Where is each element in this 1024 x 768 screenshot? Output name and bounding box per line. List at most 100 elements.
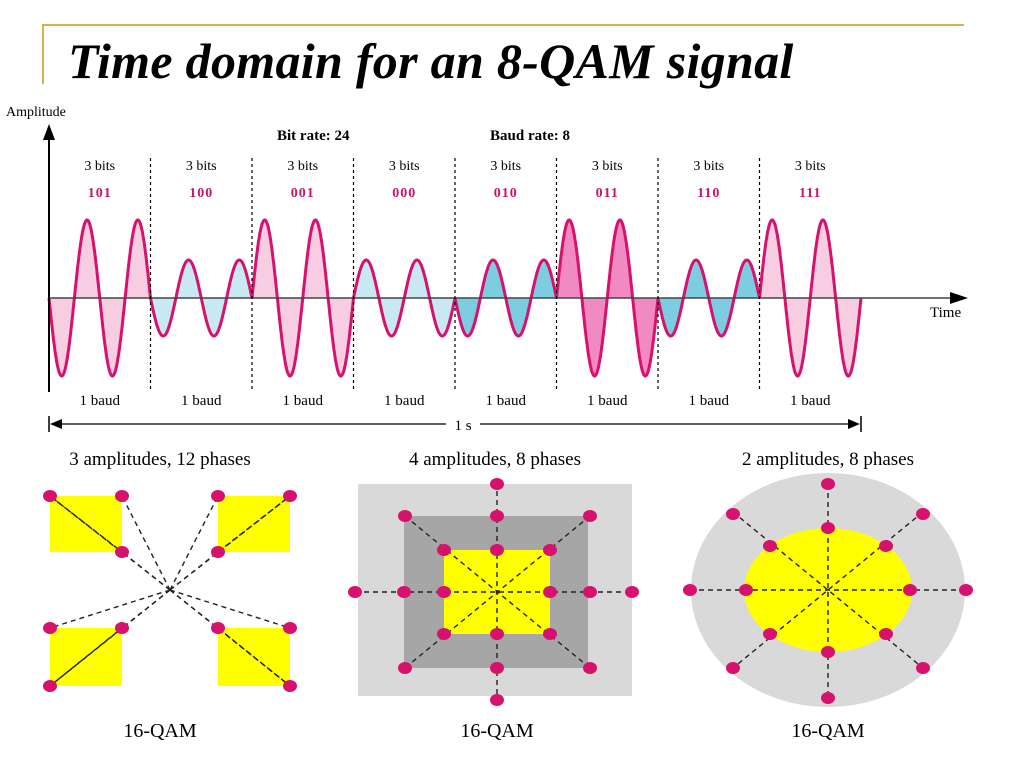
constellation-point (490, 478, 504, 490)
bits-label: 3 bits (795, 159, 826, 174)
time-axis-arrow (950, 292, 968, 304)
constellation-point (437, 544, 451, 556)
phase-line (217, 495, 291, 553)
phase-line (732, 511, 924, 669)
baud-label: 1 baud (689, 393, 730, 409)
constellation-point (437, 628, 451, 640)
constellation-point (763, 540, 777, 552)
constellation-1-name: 16-QAM (123, 720, 197, 742)
constellation-point (398, 510, 412, 522)
bits-label: 3 bits (490, 159, 521, 174)
bit-code-label: 100 (189, 186, 213, 201)
constellation-1-caption: 3 amplitudes, 12 phases (69, 449, 251, 470)
baud-label: 1 baud (790, 393, 831, 409)
phase-line (169, 495, 219, 591)
y-axis-label: Amplitude (6, 105, 66, 120)
constellation-point (739, 584, 753, 596)
slide-frame-left (42, 24, 44, 84)
bits-label: 3 bits (592, 159, 623, 174)
constellation-point (583, 662, 597, 674)
phase-line (121, 589, 171, 629)
phase-line (121, 495, 171, 591)
phase-line (404, 515, 591, 669)
baud-rate-label: Baud rate: 8 (490, 128, 570, 144)
baud-label: 1 baud (80, 393, 121, 409)
constellation-point (211, 622, 225, 634)
constellation-point (43, 680, 57, 692)
constellation-point (726, 662, 740, 674)
duration-arrow-left (50, 419, 62, 429)
constellation-point (398, 662, 412, 674)
bit-code-label: 000 (392, 186, 416, 201)
constellation-point (683, 584, 697, 596)
bit-code-label: 011 (596, 186, 619, 201)
constellation-point (283, 490, 297, 502)
bits-label: 3 bits (287, 159, 318, 174)
constellation-3-phase-lines (690, 484, 966, 698)
constellation-1-phase-lines (49, 495, 291, 687)
constellation-point (397, 586, 411, 598)
constellation-point (543, 544, 557, 556)
baud-label: 1 baud (384, 393, 425, 409)
phase-line (732, 511, 924, 669)
constellation-3-name: 16-QAM (791, 720, 865, 742)
bit-code-label: 010 (494, 186, 518, 201)
bits-label: 3 bits (186, 159, 217, 174)
constellation-point (211, 490, 225, 502)
constellation-3 (683, 473, 973, 707)
constellation-point (115, 546, 129, 558)
constellation-2-points (348, 478, 639, 706)
bit-code-label: 110 (697, 186, 720, 201)
constellation-point (879, 628, 893, 640)
duration-arrow-right (848, 419, 860, 429)
phase-line (217, 627, 291, 687)
constellation-1 (43, 490, 297, 692)
constellation-point (916, 508, 930, 520)
constellation-point (583, 586, 597, 598)
constellation-2-caption: 4 amplitudes, 8 phases (409, 449, 581, 470)
constellation-2-name: 16-QAM (460, 720, 534, 742)
constellation-2 (348, 478, 639, 706)
constellation-point (490, 628, 504, 640)
constellation-point (115, 622, 129, 634)
slide-frame-top (42, 24, 964, 26)
constellation-point (43, 622, 57, 634)
constellation-point (821, 692, 835, 704)
constellation-point (959, 584, 973, 596)
constellation-point (821, 478, 835, 490)
slide-title: Time domain for an 8-QAM signal (68, 33, 794, 89)
constellation-point (43, 490, 57, 502)
constellation-point (821, 646, 835, 658)
constellation-point (490, 544, 504, 556)
constellation-point (490, 510, 504, 522)
phase-line (49, 495, 123, 553)
constellation-point (283, 622, 297, 634)
constellation-point (115, 490, 129, 502)
constellation-1-points (43, 490, 297, 692)
constellation-point (211, 546, 225, 558)
bit-code-label: 001 (291, 186, 315, 201)
constellation-point (283, 680, 297, 692)
phase-line (121, 551, 171, 591)
constellation-point (726, 508, 740, 520)
bits-label: 3 bits (84, 159, 115, 174)
constellation-point (543, 586, 557, 598)
segment-dividers (149, 158, 761, 392)
bit-rate-label: Bit rate: 24 (277, 128, 350, 144)
baud-label: 1 baud (181, 393, 222, 409)
bits-label: 3 bits (389, 159, 420, 174)
constellation-point (583, 510, 597, 522)
constellation-point (543, 628, 557, 640)
phase-line (49, 589, 171, 629)
constellation-point (879, 540, 893, 552)
bit-code-label: 111 (799, 186, 821, 201)
constellation-3-caption: 2 amplitudes, 8 phases (742, 449, 914, 470)
amplitude-axis-arrow (43, 124, 55, 140)
phase-line (49, 627, 123, 687)
baud-label: 1 baud (283, 393, 324, 409)
constellation-point (490, 694, 504, 706)
bits-label: 3 bits (693, 159, 724, 174)
constellation-point (763, 628, 777, 640)
